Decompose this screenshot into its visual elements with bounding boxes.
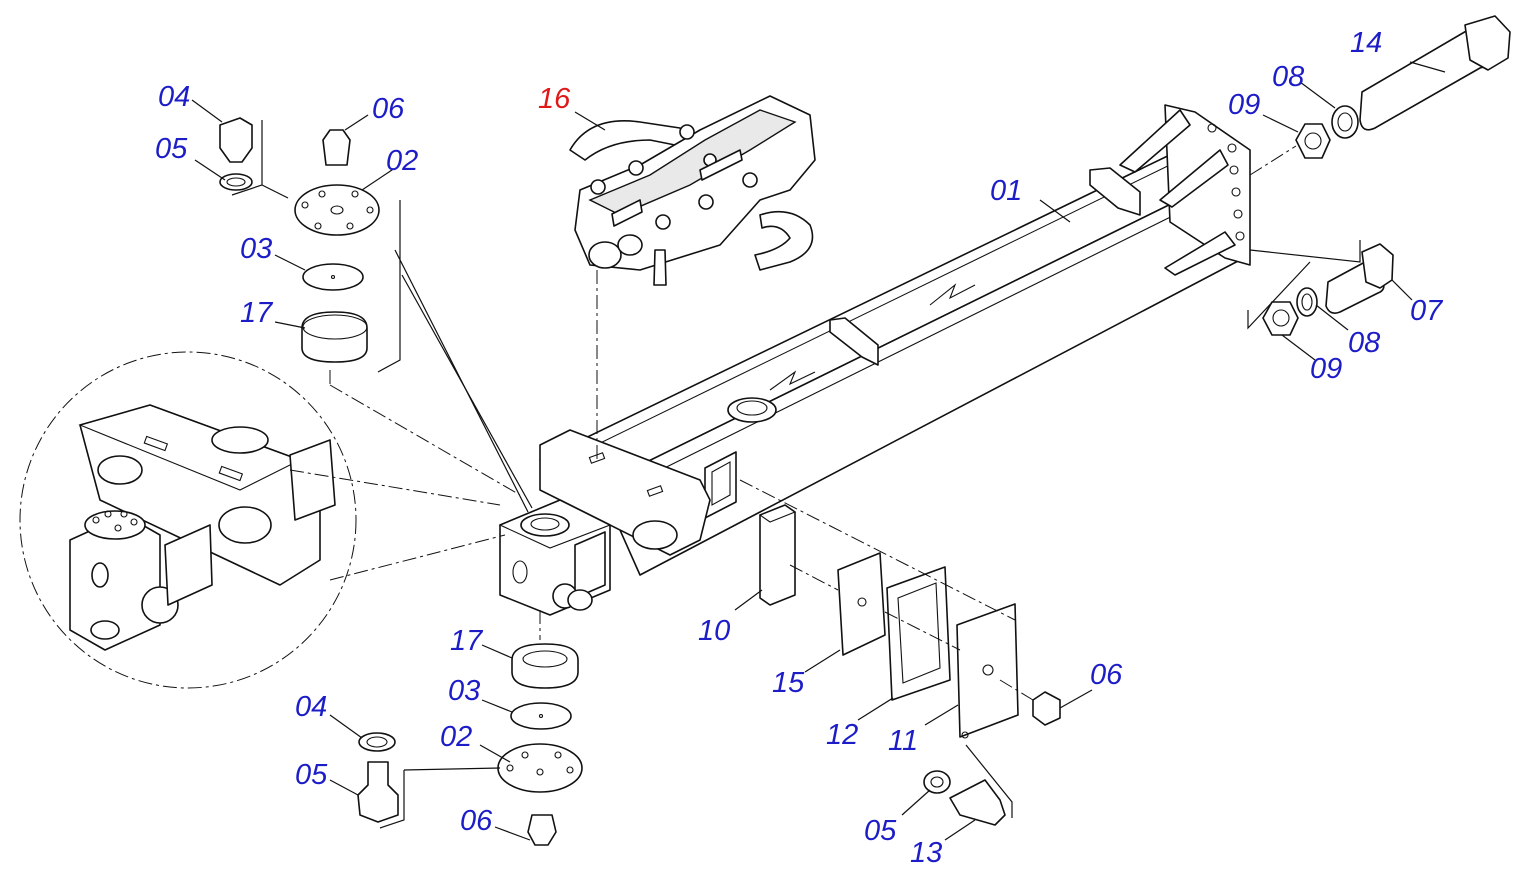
upper-right-bolt-group bbox=[1249, 15, 1511, 176]
label-17-bottom: 17 bbox=[450, 625, 484, 657]
block-10 bbox=[759, 504, 796, 606]
bushing-17-top bbox=[301, 311, 368, 363]
lower-right-bolt-group bbox=[1247, 240, 1394, 336]
label-04-bottom: 04 bbox=[295, 691, 327, 723]
washer-05-side bbox=[923, 770, 951, 794]
cover-11 bbox=[956, 603, 1019, 738]
label-03-top: 03 bbox=[240, 233, 272, 265]
bushing-17-bottom bbox=[511, 643, 579, 689]
bolt-05-bottom bbox=[357, 761, 399, 823]
label-11: 11 bbox=[888, 725, 918, 757]
washer-05-top bbox=[219, 173, 253, 191]
washer-04-bottom bbox=[358, 732, 396, 752]
part-labels: 01 16 14 08 09 07 08 09 04 05 06 02 03 1… bbox=[155, 27, 1444, 869]
label-01: 01 bbox=[990, 175, 1022, 207]
washer-08-top bbox=[1331, 105, 1359, 139]
shim-03-bottom bbox=[510, 702, 572, 730]
label-05-side: 05 bbox=[864, 815, 897, 847]
label-06-bottom: 06 bbox=[460, 805, 493, 837]
flange-holes bbox=[1207, 123, 1245, 241]
shim-03-top bbox=[302, 263, 364, 291]
label-06-top: 06 bbox=[372, 93, 405, 125]
washer-08-bottom bbox=[1296, 287, 1318, 317]
nut-09-top bbox=[1295, 123, 1331, 159]
label-04-top: 04 bbox=[158, 81, 190, 113]
label-08-top: 08 bbox=[1272, 61, 1304, 93]
assembly-lines bbox=[261, 184, 541, 771]
detail-view bbox=[19, 351, 357, 689]
mount-plate-02-top bbox=[294, 184, 380, 236]
grease-nipple-06-bottom bbox=[527, 814, 557, 846]
grease-nipple-06-side bbox=[1032, 691, 1061, 726]
side-cover-parts bbox=[739, 479, 1061, 826]
label-13: 13 bbox=[910, 837, 942, 869]
label-05-bottom: 05 bbox=[295, 759, 328, 791]
main-beam-part bbox=[539, 104, 1251, 576]
mount-plate-02-bottom bbox=[497, 743, 583, 793]
detail-bolt-heads bbox=[92, 510, 138, 532]
label-06-side: 06 bbox=[1090, 659, 1123, 691]
top-mount-stack bbox=[219, 117, 401, 373]
label-14: 14 bbox=[1350, 27, 1382, 59]
gasket-12 bbox=[886, 566, 951, 701]
label-09-top: 09 bbox=[1228, 89, 1260, 121]
label-10: 10 bbox=[698, 615, 730, 647]
label-03-bottom: 03 bbox=[448, 675, 480, 707]
bolt-13 bbox=[949, 779, 1006, 826]
bolt-07-head bbox=[1361, 243, 1394, 289]
label-02-top: 02 bbox=[386, 145, 418, 177]
label-08-bottom: 08 bbox=[1348, 327, 1380, 359]
bottom-mount-stack bbox=[357, 643, 583, 846]
label-05-top: 05 bbox=[155, 133, 188, 165]
label-leaders bbox=[191, 61, 1446, 841]
jaw-hook-lower bbox=[754, 210, 814, 271]
label-15: 15 bbox=[772, 667, 805, 699]
hitch-jaw-assembly bbox=[569, 95, 816, 460]
long-bolt-14-head bbox=[1464, 15, 1511, 71]
plate-15 bbox=[837, 552, 886, 656]
grease-nipple-06-top bbox=[322, 129, 351, 166]
label-02-bottom: 02 bbox=[440, 721, 472, 753]
label-09-bottom: 09 bbox=[1310, 353, 1342, 385]
beam-head-box bbox=[498, 429, 711, 616]
label-16: 16 bbox=[538, 83, 571, 115]
bolt-04-top bbox=[219, 117, 253, 163]
label-17-top: 17 bbox=[240, 297, 274, 329]
label-12: 12 bbox=[826, 719, 858, 751]
label-07: 07 bbox=[1410, 295, 1444, 327]
